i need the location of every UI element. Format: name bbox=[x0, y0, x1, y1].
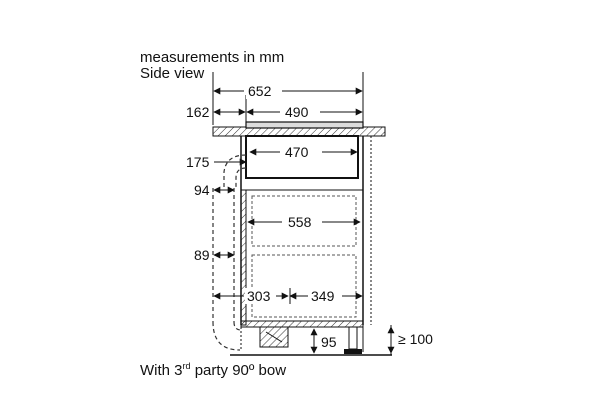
plinth-outlet bbox=[259, 326, 289, 348]
dim-line-303-349 bbox=[213, 288, 363, 304]
dim-duct-lower: 89 bbox=[194, 247, 210, 263]
footer-superscript: rd bbox=[182, 361, 191, 371]
dim-plinth-height: 95 bbox=[321, 334, 337, 350]
dim-rear-space: 303 bbox=[245, 288, 273, 304]
dim-min-clearance: ≥ 100 bbox=[398, 331, 433, 347]
footer-prefix: With 3 bbox=[140, 362, 183, 379]
footer-note: With 3rd party 90º bow bbox=[140, 358, 286, 379]
dim-duct-top: 175 bbox=[186, 154, 210, 170]
cabinet-foot bbox=[344, 326, 362, 354]
dim-hob-width: 490 bbox=[283, 104, 311, 120]
dim-cabinet-depth: 558 bbox=[286, 214, 314, 230]
dim-unit-width: 470 bbox=[283, 144, 311, 160]
cabinet-base bbox=[240, 320, 364, 352]
dim-total-width: 652 bbox=[246, 83, 274, 99]
hob-glass bbox=[245, 121, 364, 129]
dim-front-space: 349 bbox=[309, 288, 337, 304]
units-note: measurements in mm bbox=[140, 49, 285, 66]
dim-left-offset: 162 bbox=[186, 104, 210, 120]
footer-suffix: party 90º bow bbox=[190, 362, 287, 379]
dim-duct-gap: 94 bbox=[194, 182, 210, 198]
view-label: Side view bbox=[140, 65, 205, 82]
